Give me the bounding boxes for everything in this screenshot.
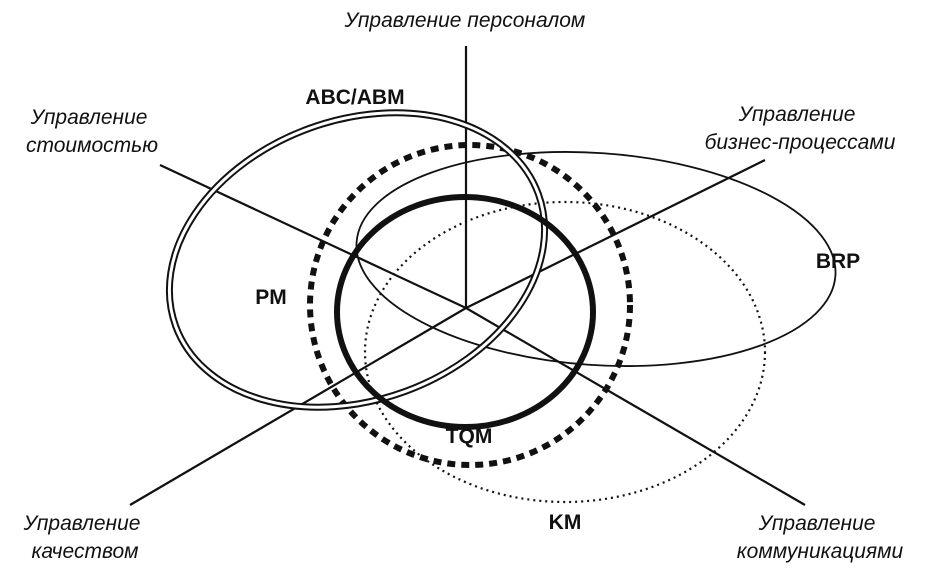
axis-label-business-processes-line-1: Управление — [738, 103, 856, 126]
tqm-ellipse — [334, 194, 596, 430]
method-label-abc-abm: ABC/ABM — [305, 86, 404, 109]
axis-label-personnel-line-1: Управление персоналом — [344, 9, 586, 32]
brp-ellipse — [355, 151, 837, 367]
pm-circle — [307, 142, 633, 468]
axis-label-cost-line-1: Управление — [30, 106, 148, 129]
axis-label-communications-line-2: коммуникациями — [737, 540, 904, 563]
axis-label-communications-line-1: Управление — [758, 512, 876, 535]
axis-label-business-processes-line-2: бизнес-процессами — [705, 131, 896, 154]
axis-communications-line — [465, 307, 806, 506]
axis-label-cost: Управление стоимостью — [26, 106, 158, 157]
axis-label-quality: Управление качеством — [23, 512, 147, 563]
axis-label-personnel: Управление персоналом — [344, 9, 586, 32]
axis-label-communications: Управление коммуникациями — [737, 512, 904, 563]
method-label-km: KM — [549, 511, 582, 534]
abc-abm-ellipse — [165, 109, 549, 411]
axis-label-quality-line-1: Управление — [23, 512, 141, 535]
km-ellipse — [363, 200, 767, 504]
axis-label-business-processes: Управление бизнес-процессами — [705, 103, 896, 154]
axis-label-quality-line-2: качеством — [31, 540, 138, 563]
axis-business-processes-line — [465, 159, 766, 309]
method-label-tqm: TQM — [446, 425, 493, 448]
method-label-pm: PM — [255, 286, 287, 309]
axis-label-cost-line-2: стоимостью — [26, 134, 158, 157]
method-label-brp: BRP — [816, 250, 860, 273]
